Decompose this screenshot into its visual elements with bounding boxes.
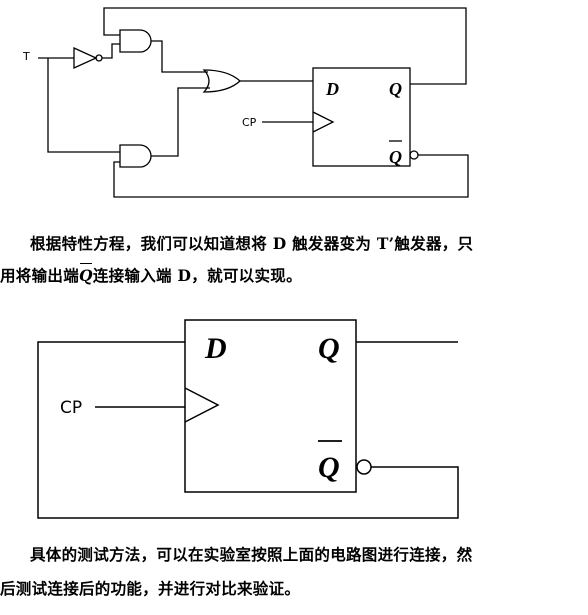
paragraph-2-line-2: 后测试连接后的功能，并进行对比来验证。 — [0, 579, 301, 598]
wire-inv-out — [102, 43, 120, 59]
figure-2-circuit: CP D Q Q — [37, 319, 459, 519]
d-flipflop-1 — [312, 67, 411, 167]
wire-qbar-feedback — [37, 341, 459, 519]
qbar-bubble-1 — [409, 150, 419, 160]
paragraph-1: 根据特性方程，我们可以知道想将 D 触发器变为 T’触发器，只 用将输出端Q连接… — [0, 230, 588, 290]
paragraph-2-line-1: 具体的测试方法，可以在实验室按照上面的电路图进行连接，然 — [30, 545, 473, 564]
wire-t-branch — [47, 58, 120, 153]
paragraph-1-text-post: 连接输入端 D，就可以实现。 — [92, 266, 302, 285]
paragraph-1-qbar: Q — [79, 262, 93, 290]
paragraph-1-text-pre: 用将输出端 — [0, 266, 80, 285]
wire-and-bottom-in2 — [113, 154, 469, 198]
d-flipflop-2 — [184, 319, 357, 493]
wire-q-feedback — [103, 7, 467, 85]
qbar-label-1: Q — [389, 147, 402, 167]
t-label: T — [22, 50, 30, 63]
paragraph-2: 具体的测试方法，可以在实验室按照上面的电路图进行连接，然 后测试连接后的功能，并… — [0, 541, 588, 605]
clock-triangle-1 — [312, 111, 335, 133]
and-gate-top — [119, 29, 152, 53]
cp-label-2: CP — [60, 398, 82, 418]
q-label-2: Q — [318, 332, 340, 365]
not-gate — [73, 46, 98, 70]
and-gate-bottom — [119, 144, 152, 168]
paragraph-1-line-1: 根据特性方程，我们可以知道想将 D 触发器变为 T’触发器，只 — [30, 234, 474, 253]
qbar-bubble-2 — [356, 459, 372, 475]
clock-triangle-2 — [184, 387, 220, 423]
d-label-2: D — [204, 332, 227, 365]
paragraph-1-line-2: 用将输出端Q连接输入端 D，就可以实现。 — [0, 262, 302, 290]
cp-label-1: CP — [242, 116, 257, 129]
q-label-1: Q — [389, 79, 402, 99]
or-gate — [202, 69, 241, 93]
figure-1-circuit: T CP D Q Q — [22, 7, 469, 198]
d-label-1: D — [325, 79, 339, 99]
wire-and-bottom-out — [151, 87, 210, 157]
wire-and-top-out — [151, 40, 208, 73]
qbar-label-2: Q — [318, 451, 340, 484]
